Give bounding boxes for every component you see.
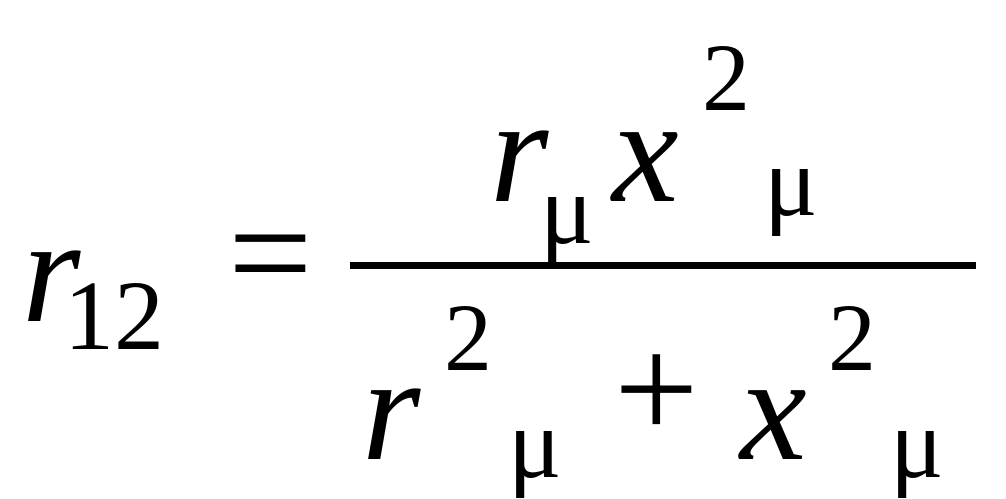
numerator-r-subscript: μ — [540, 154, 594, 265]
denominator-x-subscript: μ — [890, 388, 944, 499]
denominator-r: r — [362, 326, 421, 492]
equals-sign: = — [228, 170, 313, 336]
numerator-x: x — [612, 68, 679, 234]
numerator-x-superscript: 2 — [702, 24, 750, 131]
denominator-x-superscript: 2 — [828, 284, 876, 391]
numerator-x-subscript: μ — [764, 126, 818, 237]
denominator-r-superscript: 2 — [444, 284, 492, 391]
plus-sign: + — [614, 306, 699, 472]
lhs-subscript: 12 — [64, 260, 164, 371]
denominator-r-subscript: μ — [508, 388, 562, 499]
denominator-x: x — [740, 326, 807, 492]
fraction-bar — [350, 262, 976, 269]
lhs-variable: r — [22, 188, 81, 354]
numerator-r: r — [490, 68, 549, 234]
